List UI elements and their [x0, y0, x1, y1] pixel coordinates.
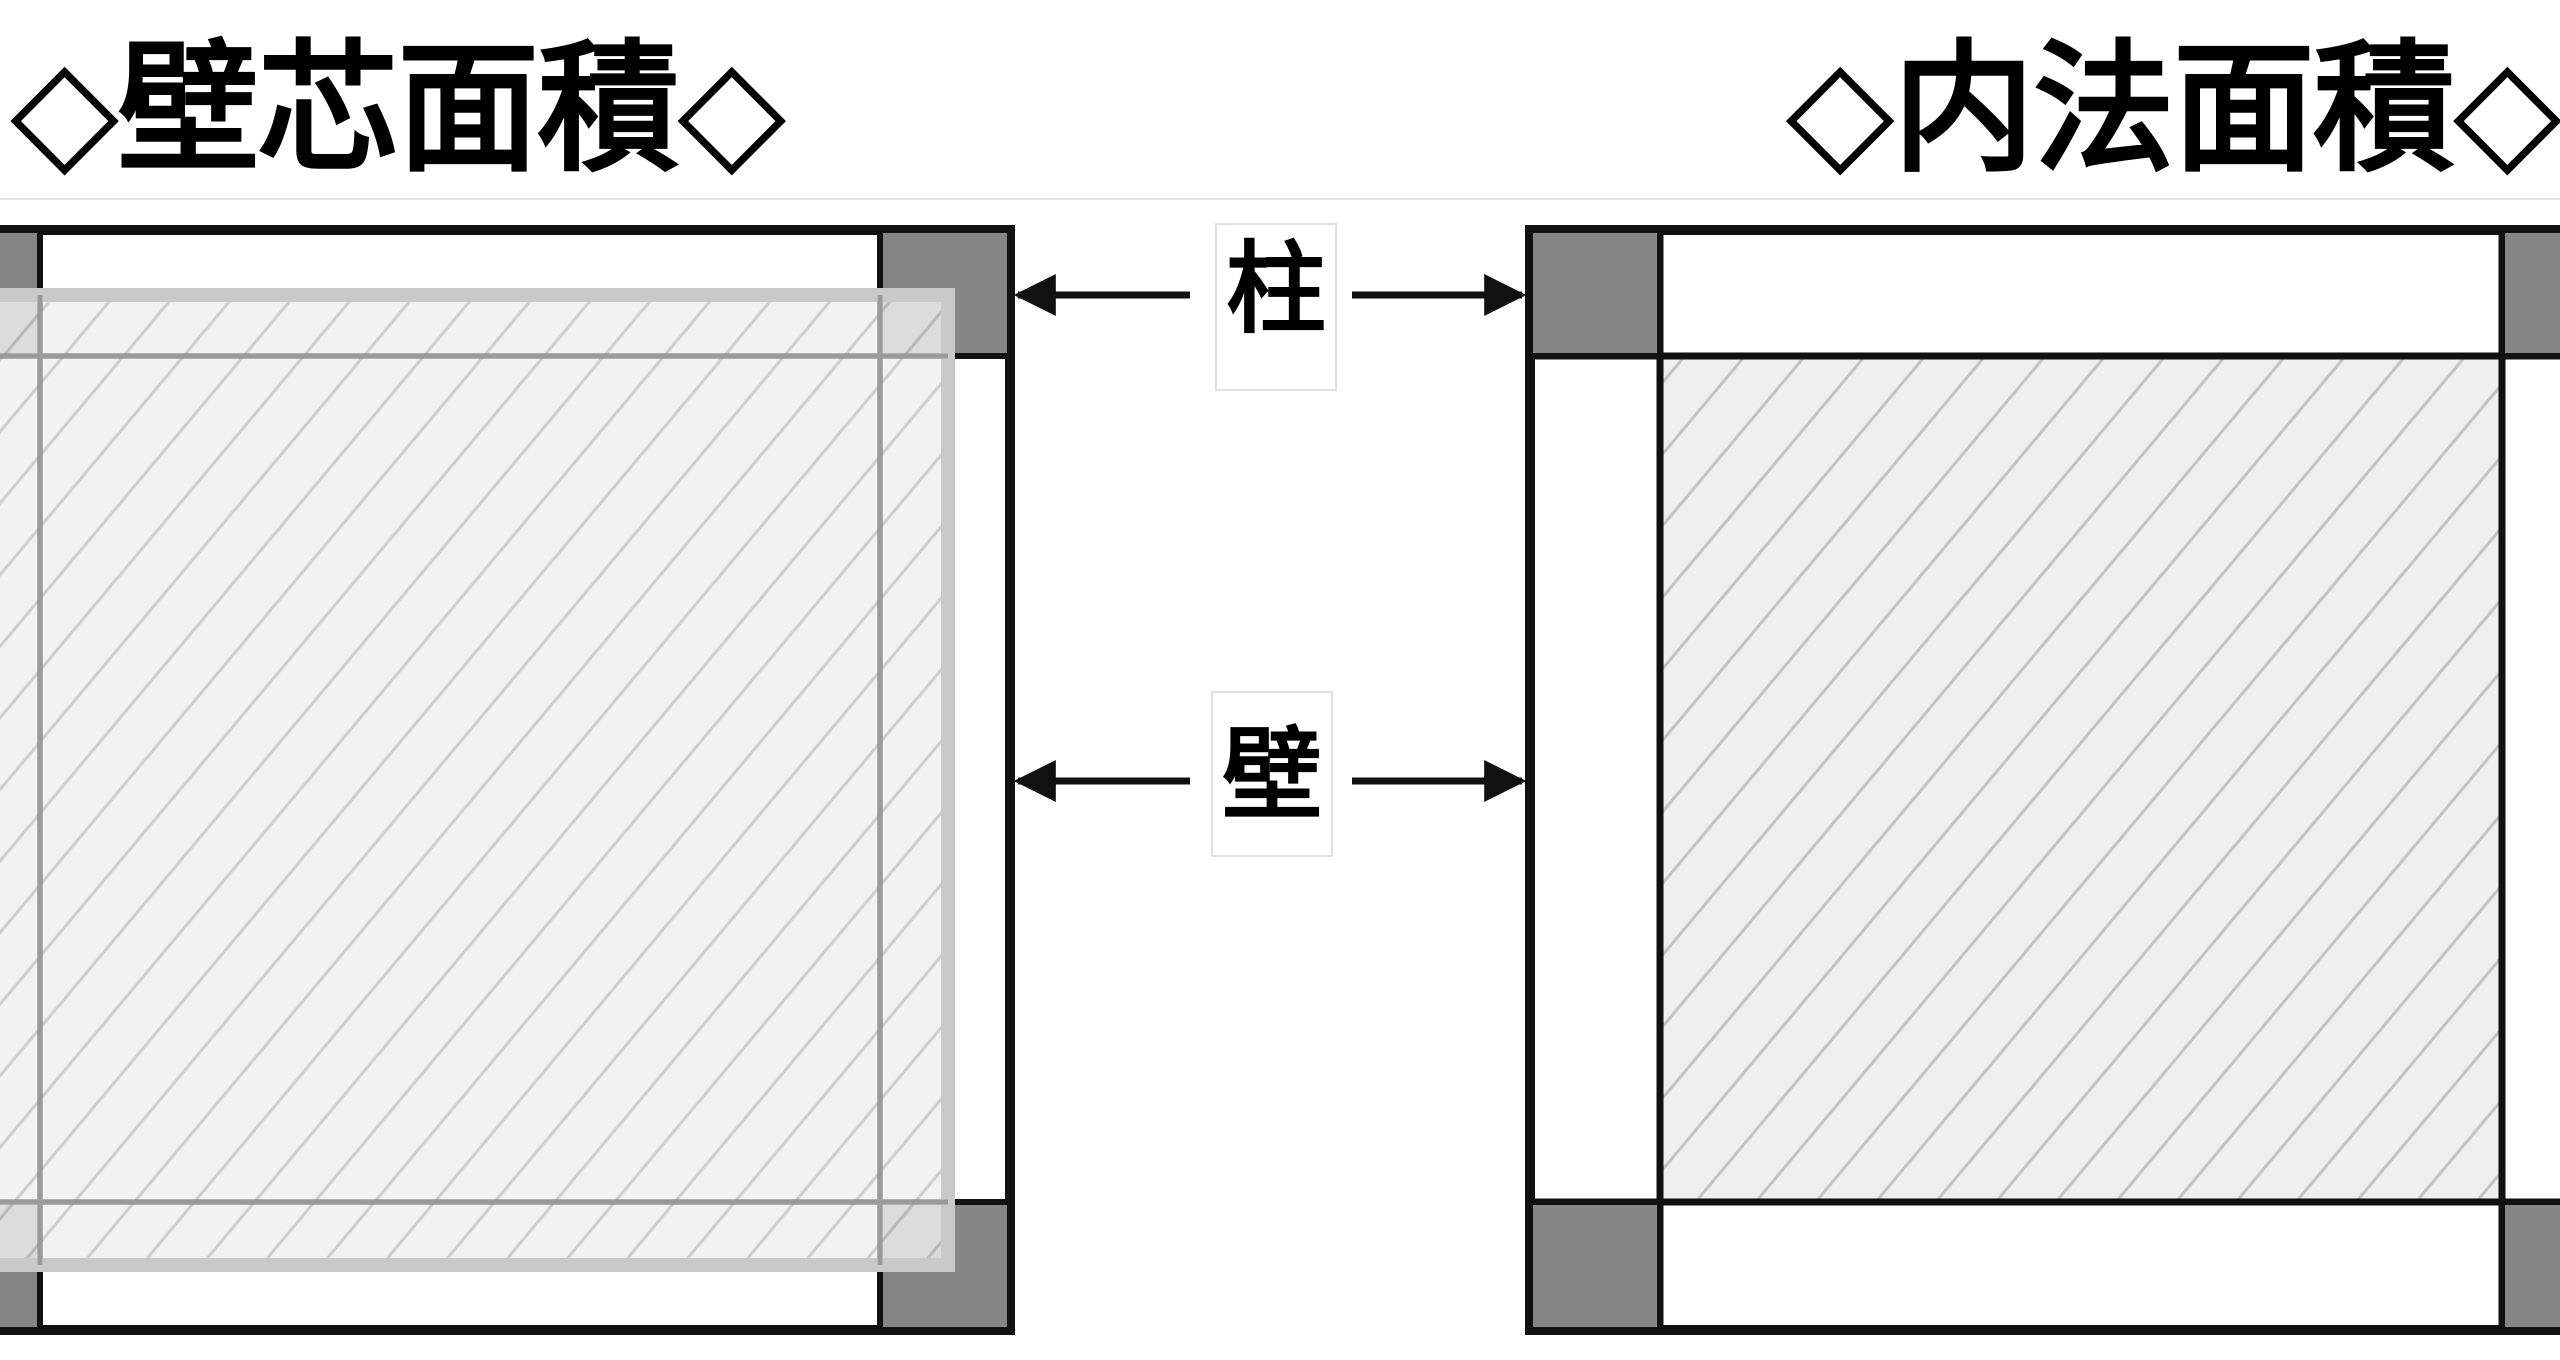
inner-area-title: ◇内法面積◇ — [1785, 27, 2560, 192]
column-top-left — [1527, 227, 1663, 359]
column-bottom-left — [1527, 1199, 1663, 1333]
column-label: 柱 — [1226, 230, 1326, 347]
inner-area-diagram — [1525, 225, 2560, 1335]
column-bottom-right — [2499, 1199, 2560, 1333]
column-label-group: 柱 — [1013, 223, 1527, 391]
wall-center-hatched-area — [0, 288, 955, 1272]
title-divider — [0, 198, 2560, 200]
column-top-right — [2499, 227, 2560, 359]
inner-hatched-area — [1660, 356, 2502, 1202]
wall-label: 壁 — [1222, 716, 1322, 833]
column-label-box — [1215, 223, 1337, 391]
wall-center-diagram — [0, 225, 1015, 1335]
wall-label-box — [1211, 691, 1333, 857]
wall-label-group: 壁 — [1013, 691, 1527, 857]
wall-center-area-title: ◇壁芯面積◇ — [10, 27, 786, 192]
